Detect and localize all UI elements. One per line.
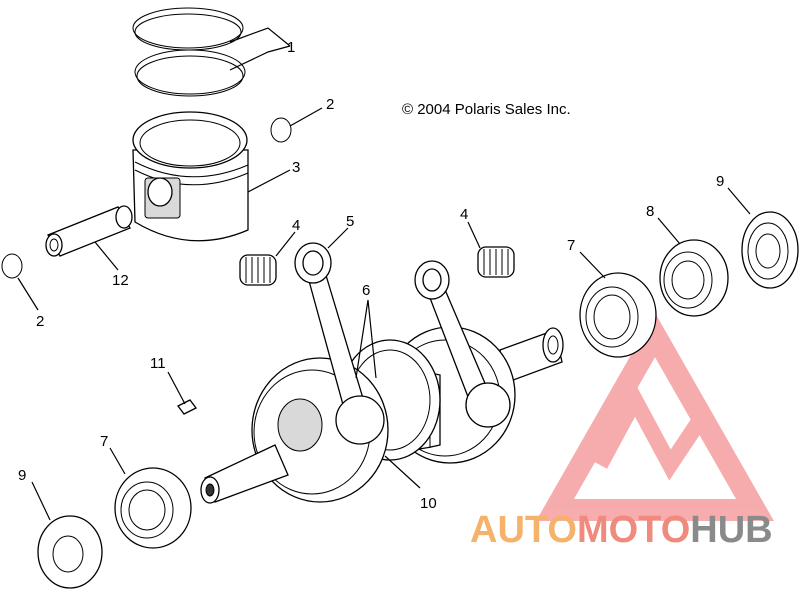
callouts: 1 2 3 4 5 4 6 7 8 9 12 2 11 7 9 10	[18, 39, 724, 512]
callout-4-left: 4	[292, 217, 300, 234]
watermark-auto: AUTO	[470, 509, 577, 551]
bearing-right	[579, 272, 657, 358]
piston-rings	[132, 7, 246, 97]
needle-bearing-left	[239, 254, 277, 286]
callout-12: 12	[112, 272, 129, 289]
woodruff-key	[177, 399, 197, 415]
callout-9-left: 9	[18, 467, 26, 484]
piston-pin	[45, 205, 133, 257]
circlip-upper	[270, 117, 292, 143]
callout-1: 1	[287, 39, 295, 56]
copyright-notice: © 2004 Polaris Sales Inc.	[402, 101, 571, 118]
callout-6: 6	[362, 282, 370, 299]
callout-5: 5	[346, 213, 354, 230]
watermark-hub: HUB	[690, 509, 772, 551]
seal-right	[741, 211, 799, 289]
callout-10: 10	[420, 495, 437, 512]
circlip-left	[1, 253, 23, 279]
callout-8: 8	[646, 203, 654, 220]
bearing-left	[114, 467, 192, 549]
callout-9-right: 9	[716, 173, 724, 190]
callout-4-right: 4	[460, 206, 468, 223]
callout-3: 3	[292, 159, 300, 176]
connecting-rod-left	[294, 242, 385, 445]
watermark-logo-icon	[536, 312, 774, 521]
seal-left	[37, 515, 103, 589]
bearing-8	[659, 239, 729, 317]
piston	[132, 111, 249, 242]
leader-lines	[17, 27, 751, 521]
callout-7-right: 7	[567, 237, 575, 254]
callout-11: 11	[150, 355, 166, 372]
callout-7-left: 7	[100, 433, 108, 450]
needle-bearing-right	[477, 246, 515, 278]
watermark-moto: MOTO	[577, 509, 690, 551]
connecting-rod-right	[414, 260, 511, 428]
callout-2-upper: 2	[326, 96, 334, 113]
callout-2-left: 2	[36, 313, 44, 330]
watermark-text: AUTOMOTOHUB	[470, 509, 773, 551]
